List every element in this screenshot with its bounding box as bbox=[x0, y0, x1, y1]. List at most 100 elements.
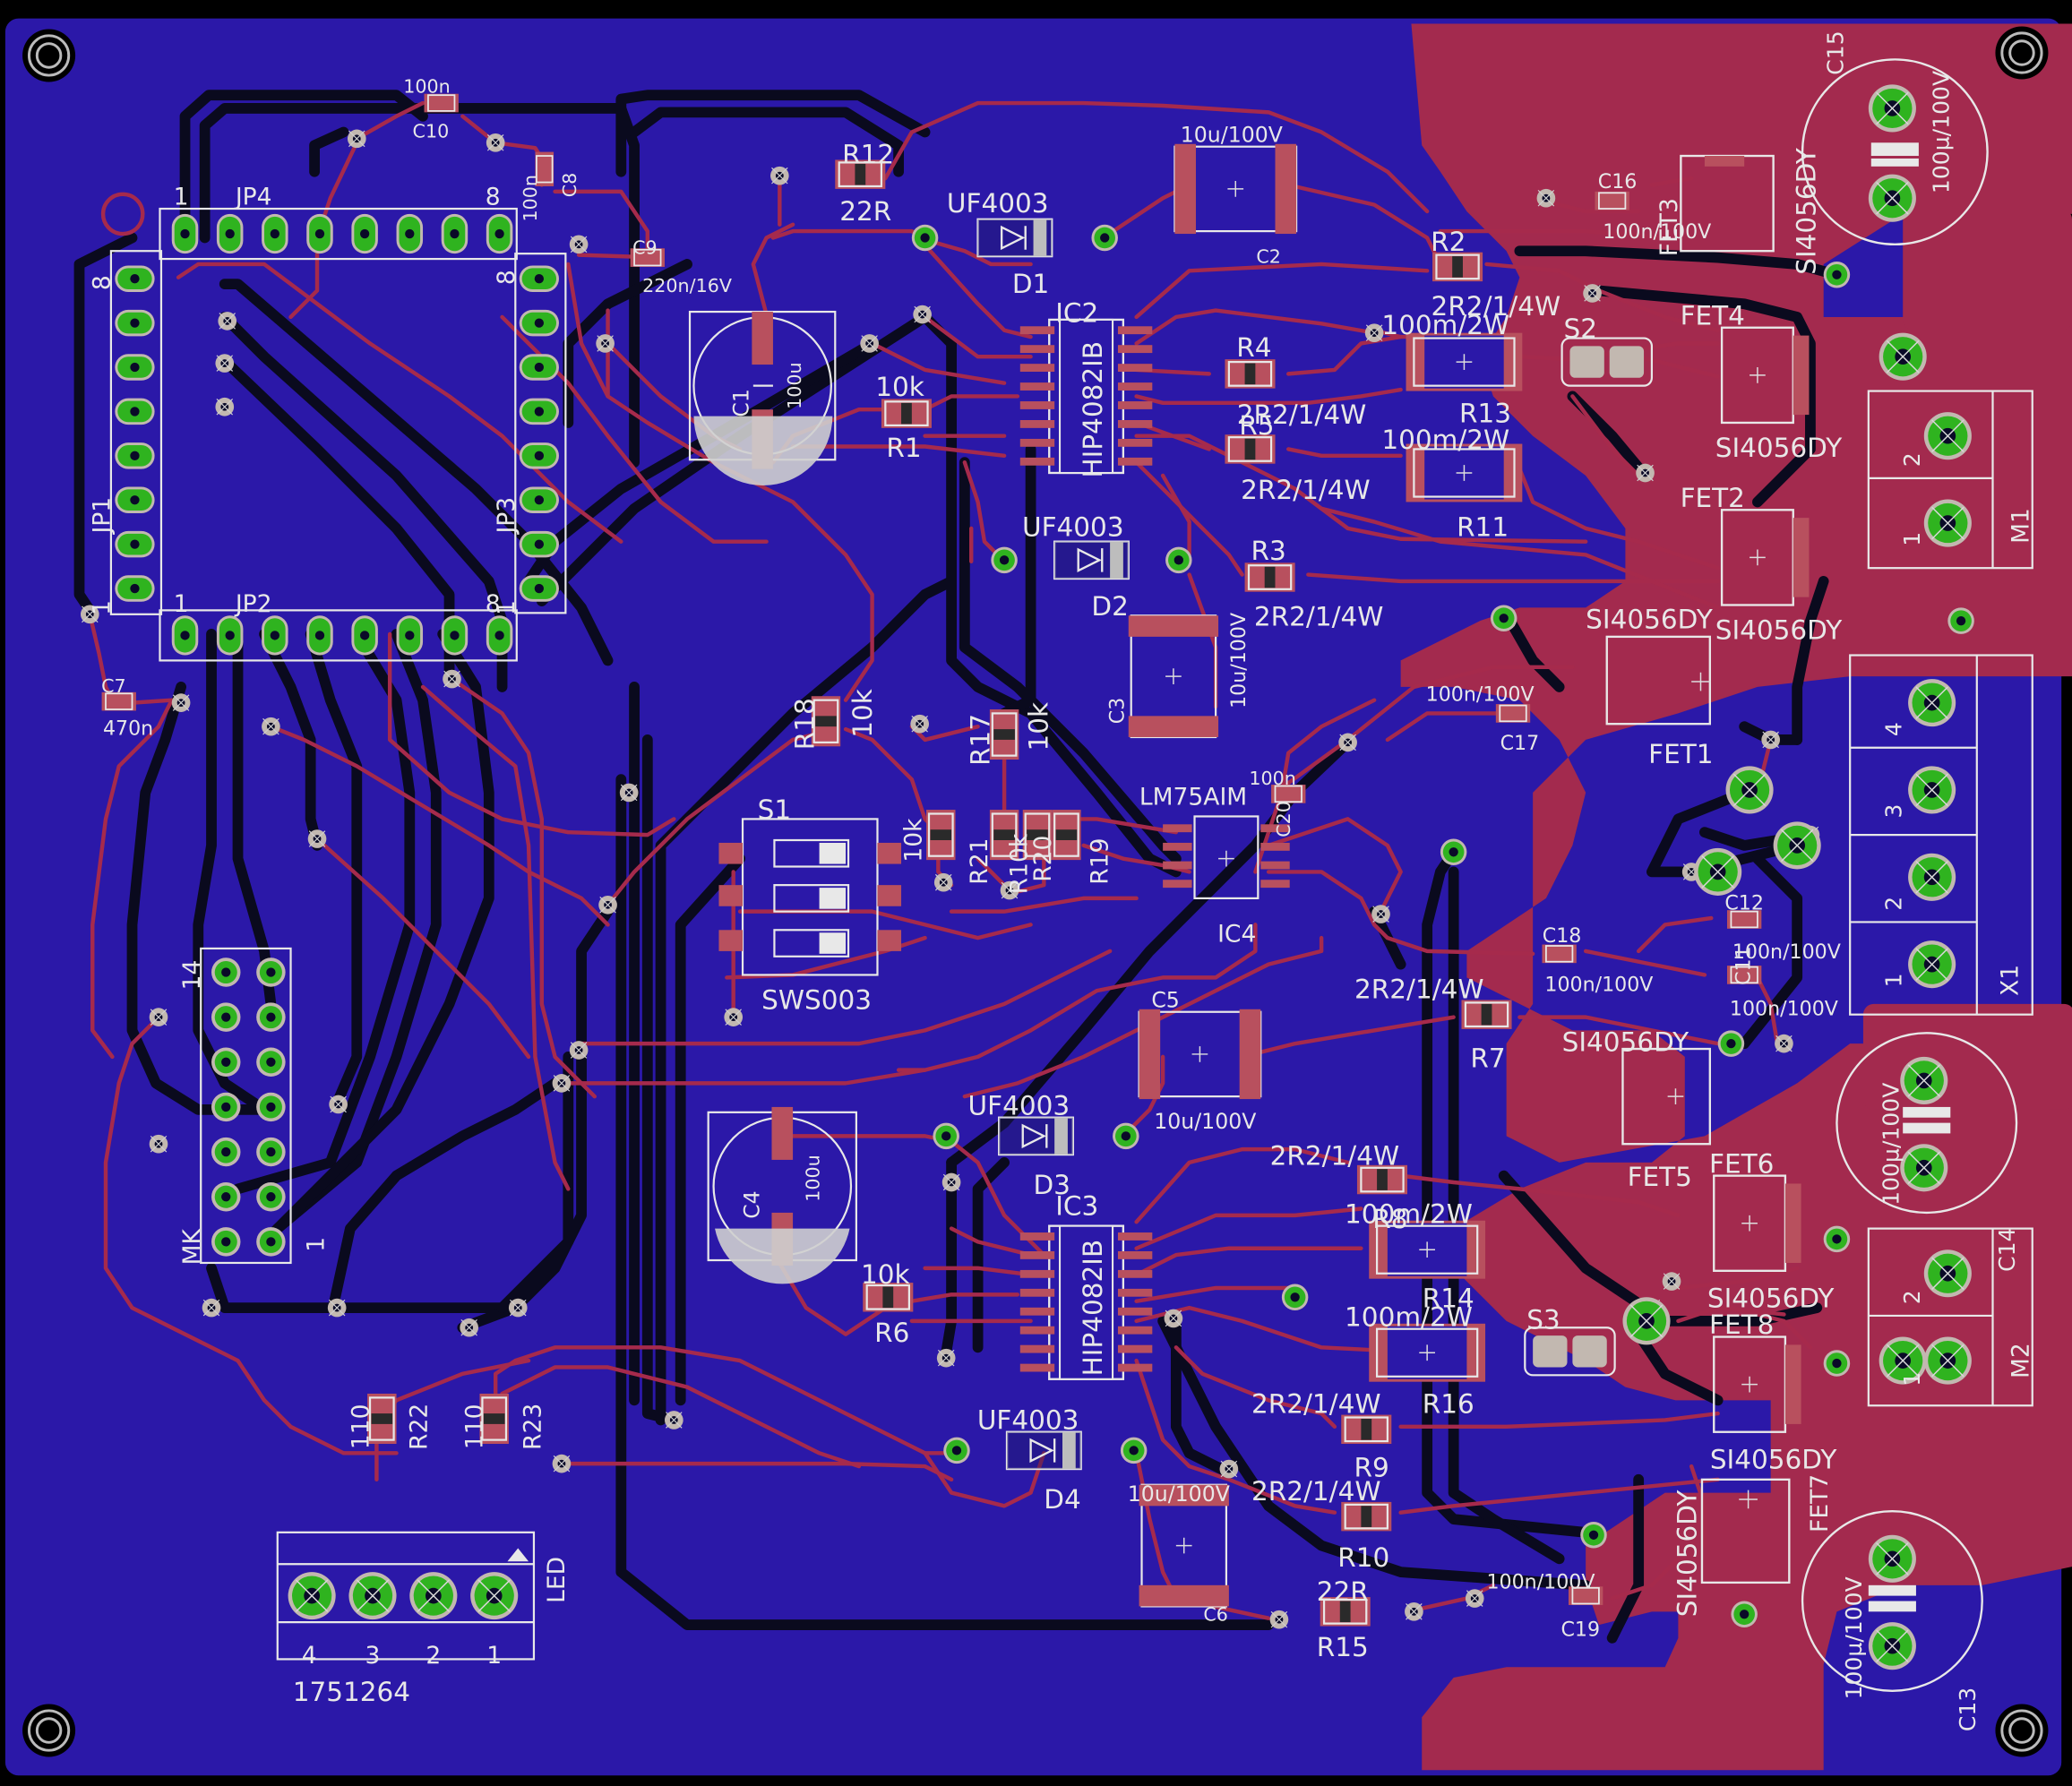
label-uf4: UF4003 bbox=[977, 1404, 1079, 1435]
label-r18-val: 10k bbox=[847, 689, 878, 738]
label-c10: C10 bbox=[413, 120, 450, 142]
cap-c4-electrolytic bbox=[707, 1106, 857, 1284]
label-c8: C8 bbox=[559, 173, 580, 198]
label-r2-val: 2R2/1/4W bbox=[1431, 291, 1561, 322]
res-r1 bbox=[880, 398, 933, 429]
label-r22: R22 bbox=[406, 1404, 434, 1450]
tht-pad bbox=[1165, 546, 1192, 574]
jp4-pad bbox=[351, 213, 378, 254]
jp3-pad bbox=[519, 575, 559, 602]
label-mk: MK bbox=[178, 1229, 206, 1266]
via bbox=[1760, 730, 1781, 750]
label-c18-val: 100n/100V bbox=[1544, 974, 1653, 997]
ic-pin bbox=[1019, 1232, 1055, 1241]
diode-d4 bbox=[1005, 1430, 1082, 1471]
jp3-pad bbox=[519, 265, 559, 292]
label-m1: M1 bbox=[2007, 508, 2034, 544]
ic-pin bbox=[1117, 1363, 1153, 1372]
jp2-pad bbox=[306, 615, 333, 656]
label-r-a: 10k bbox=[899, 818, 927, 863]
via bbox=[459, 1318, 479, 1338]
label-jp1-pin8: 8 bbox=[89, 275, 116, 290]
screw-pad bbox=[1773, 821, 1821, 870]
cap-c16 bbox=[1594, 190, 1630, 211]
label-r16: R16 bbox=[1423, 1389, 1474, 1420]
via bbox=[217, 311, 237, 331]
label-r23: R23 bbox=[519, 1404, 546, 1450]
jp2-pad bbox=[216, 615, 244, 656]
cap-c1-electrolytic bbox=[688, 310, 837, 486]
label-r15: R15 bbox=[1317, 1632, 1369, 1662]
jp1-pad bbox=[115, 575, 155, 602]
via bbox=[1535, 188, 1556, 209]
label-fet5: FET5 bbox=[1628, 1162, 1692, 1192]
label-c1-val: 100u bbox=[784, 362, 805, 408]
jp4-pad bbox=[216, 213, 244, 254]
ic-pin bbox=[1117, 438, 1153, 447]
mk-pad bbox=[256, 1181, 286, 1212]
label-r7: R7 bbox=[1470, 1043, 1505, 1073]
label-r6-val: 10k bbox=[861, 1259, 910, 1290]
label-jp2-pin1: 1 bbox=[174, 590, 189, 618]
label-d2: D2 bbox=[1091, 591, 1128, 622]
label-fet7: FET7 bbox=[1806, 1474, 1834, 1533]
fet7 bbox=[1700, 1478, 1791, 1584]
label-lm75: LM75AIM bbox=[1139, 783, 1247, 811]
label-fet4-part: SI4056DY bbox=[1715, 433, 1844, 463]
label-c9-val: 220n/16V bbox=[642, 275, 732, 296]
via bbox=[933, 872, 954, 893]
label-s1: S1 bbox=[758, 794, 791, 825]
label-jp4-pin1: 1 bbox=[174, 184, 189, 211]
terminal-led bbox=[276, 1531, 536, 1661]
label-jp4-pin8: 8 bbox=[486, 184, 501, 211]
ic-pin bbox=[1019, 1250, 1055, 1259]
ic-pin bbox=[1019, 1326, 1055, 1335]
via bbox=[149, 1007, 168, 1027]
mk-pad bbox=[211, 1181, 241, 1212]
label-m2-pin2: 2 bbox=[1899, 1290, 1925, 1304]
via bbox=[569, 234, 589, 254]
ic-pin bbox=[1117, 1344, 1153, 1353]
label-c1: C1 bbox=[729, 389, 754, 416]
via bbox=[1662, 1271, 1681, 1292]
label-c6: C6 bbox=[1203, 1604, 1228, 1626]
mount-hole-top-right bbox=[1993, 25, 2050, 81]
label-x1-pin2: 2 bbox=[1880, 897, 1906, 911]
via bbox=[1269, 1610, 1289, 1630]
jp4-pad bbox=[306, 213, 333, 254]
ic-pin bbox=[1117, 401, 1153, 409]
label-ic4: IC4 bbox=[1217, 921, 1256, 949]
label-fet1-part: SI4056DY bbox=[1586, 605, 1714, 635]
label-c6-val: 10u/100V bbox=[1128, 1481, 1230, 1507]
label-m1-pin1: 1 bbox=[1899, 532, 1925, 546]
tht-pad bbox=[991, 546, 1018, 574]
label-x1-pin4: 4 bbox=[1880, 722, 1906, 736]
label-r6: R6 bbox=[874, 1318, 909, 1348]
ic-pin bbox=[1117, 382, 1153, 391]
ic-pin bbox=[1019, 420, 1055, 428]
via bbox=[307, 829, 327, 849]
jp4-pad bbox=[171, 213, 199, 254]
label-c15: C15 bbox=[1822, 30, 1848, 74]
via bbox=[552, 1454, 572, 1474]
screw-pad bbox=[1908, 853, 1956, 901]
cap-c17 bbox=[1494, 703, 1532, 724]
res-r13 bbox=[1405, 331, 1524, 392]
mk-pad bbox=[211, 1002, 241, 1032]
label-led-pin3: 3 bbox=[365, 1642, 381, 1670]
label-jp3-pin1: 1 bbox=[493, 600, 520, 615]
jp1-pad bbox=[115, 530, 155, 558]
via bbox=[909, 714, 930, 734]
label-r11-val: 100m/2W bbox=[1381, 425, 1509, 455]
via bbox=[941, 1172, 962, 1192]
res-r3 bbox=[1243, 562, 1296, 593]
label-c4-val: 100u bbox=[803, 1155, 824, 1201]
label-c12-val: 100n/100V bbox=[1732, 940, 1841, 964]
screw-pad bbox=[1868, 174, 1916, 222]
label-fet2: FET2 bbox=[1681, 483, 1745, 513]
jp4-pad bbox=[262, 213, 288, 254]
label-uf1: UF4003 bbox=[947, 188, 1049, 219]
jp1-pad bbox=[115, 354, 155, 381]
via bbox=[1404, 1601, 1424, 1622]
res-r16 bbox=[1368, 1322, 1487, 1383]
